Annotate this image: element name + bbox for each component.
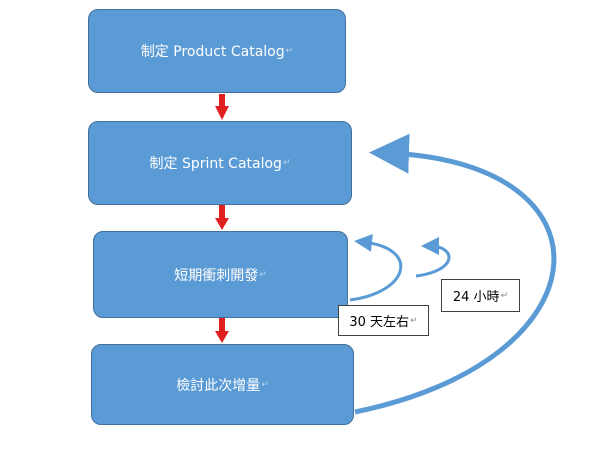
paragraph-mark: ↵ — [410, 315, 418, 326]
daily-cycle-label: 24 小時↵ — [441, 279, 520, 312]
daily-cycle-arrow — [415, 237, 451, 278]
step-label: 制定 Sprint Catalog — [149, 156, 282, 172]
down-arrow-1 — [215, 94, 229, 120]
step-label: 短期衝刺開發 — [174, 267, 259, 284]
step-label: 制定 Product Catalog — [140, 44, 285, 60]
paragraph-mark: ↵ — [500, 290, 509, 301]
down-arrow-2 — [215, 204, 229, 230]
paragraph-mark: ↵ — [261, 379, 269, 390]
feedback-loop-arrow — [354, 133, 557, 415]
paragraph-mark: ↵ — [282, 158, 291, 168]
sprint-cycle-arrow — [349, 233, 403, 302]
step-label: 檢討此次增量 — [176, 377, 261, 394]
step-review-increment: 檢討此次增量↵ — [91, 344, 354, 425]
sprint-cycle-label: 30 天左右↵ — [338, 305, 429, 336]
down-arrow-3 — [215, 318, 229, 343]
step-product-catalog: 制定 Product Catalog↵ — [88, 9, 346, 93]
step-short-sprint-development: 短期衝刺開發↵ — [93, 231, 348, 318]
paragraph-mark: ↵ — [285, 46, 294, 56]
step-sprint-catalog: 制定 Sprint Catalog↵ — [88, 121, 352, 205]
paragraph-mark: ↵ — [259, 269, 267, 280]
